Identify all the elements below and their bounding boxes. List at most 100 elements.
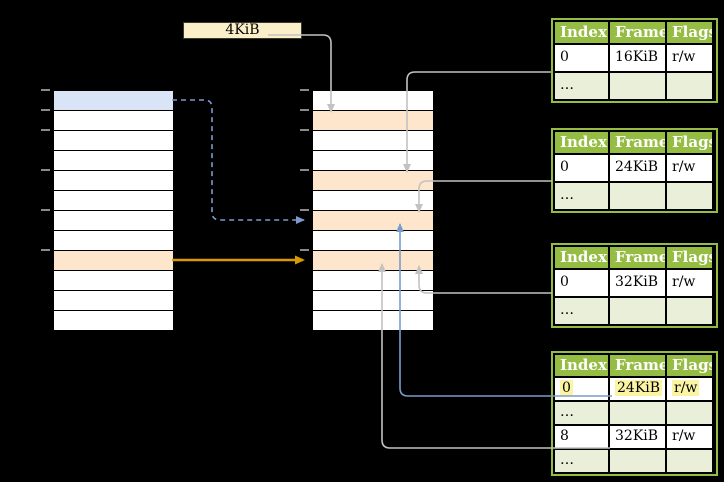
- axis-tick: [41, 109, 50, 111]
- header-cell-frame: Frame: [610, 247, 665, 268]
- table-header-row: Index Frame Flags: [555, 132, 714, 153]
- page-table-3: Index Frame Flags 0 32KiB r/w …: [551, 243, 718, 328]
- cell-frame: 24KiB: [610, 155, 665, 181]
- cell-frame: 32KiB: [610, 270, 665, 296]
- axis-tick: [300, 209, 309, 211]
- cell-frame: 16KiB: [610, 45, 665, 71]
- memory-cell: [54, 191, 173, 211]
- table-row: …: [555, 298, 714, 324]
- header-cell-index: Index: [555, 247, 608, 268]
- header-cell-frame: Frame: [610, 22, 665, 43]
- memory-cell: [313, 311, 433, 330]
- connector-table3-to-frame: [415, 265, 552, 294]
- header-cell-flags: Flags: [667, 22, 712, 43]
- cell-frame: [610, 298, 665, 324]
- table-header-row: Index Frame Flags: [555, 247, 714, 268]
- cell-index: …: [555, 298, 608, 324]
- cell-frame: 32KiB: [610, 426, 665, 448]
- physical-memory-column: [312, 90, 434, 331]
- memory-cell: [54, 291, 173, 311]
- memory-cell: [54, 171, 173, 191]
- memory-cell: [54, 251, 173, 271]
- cell-index: 0: [555, 378, 608, 400]
- table-row-highlighted: 0 24KiB r/w: [555, 378, 714, 400]
- axis-tick: [41, 89, 50, 91]
- cell-frame: 24KiB: [610, 378, 665, 400]
- header-cell-index: Index: [555, 355, 608, 376]
- cell-flags: r/w: [667, 155, 712, 181]
- table-row: 0 16KiB r/w: [555, 45, 714, 71]
- cell-flags: [667, 73, 712, 99]
- header-cell-flags: Flags: [667, 247, 712, 268]
- table-row: 0 24KiB r/w: [555, 155, 714, 181]
- axis-tick: [41, 209, 50, 211]
- memory-cell: [313, 131, 433, 151]
- header-cell-flags: Flags: [667, 355, 712, 376]
- header-cell-index: Index: [555, 22, 608, 43]
- table-row: 0 32KiB r/w: [555, 270, 714, 296]
- cell-flags: [667, 183, 712, 209]
- header-cell-frame: Frame: [610, 132, 665, 153]
- memory-cell: [54, 151, 173, 171]
- cell-index: …: [555, 402, 608, 424]
- cell-flags: r/w: [667, 45, 712, 71]
- memory-cell: [313, 271, 433, 291]
- highlighted-value: 0: [560, 380, 573, 396]
- memory-cell: [313, 291, 433, 311]
- table-header-row: Index Frame Flags: [555, 355, 714, 376]
- table-row: …: [555, 183, 714, 209]
- page-table-1: Index Frame Flags 0 16KiB r/w …: [551, 18, 718, 103]
- cell-index: 8: [555, 426, 608, 448]
- header-cell-index: Index: [555, 132, 608, 153]
- axis-tick: [41, 169, 50, 171]
- highlighted-value: r/w: [672, 380, 700, 396]
- cell-frame: [610, 73, 665, 99]
- cell-flags: r/w: [667, 270, 712, 296]
- axis-tick: [41, 249, 50, 251]
- table-header-row: Index Frame Flags: [555, 22, 714, 43]
- table-row: 8 32KiB r/w: [555, 426, 714, 448]
- axis-tick: [300, 109, 309, 111]
- memory-cell: [313, 151, 433, 171]
- memory-cell: [313, 91, 433, 111]
- cell-index: 0: [555, 45, 608, 71]
- size-label-4kib: 4KiB: [183, 22, 302, 39]
- cell-flags: [667, 298, 712, 324]
- connector-table2-to-frame: [415, 180, 552, 213]
- page-table-4: Index Frame Flags 0 24KiB r/w … 8 32KiB …: [551, 351, 718, 476]
- connector-virtual-page-dashed: [172, 99, 305, 224]
- page-table-2: Index Frame Flags 0 24KiB r/w …: [551, 128, 718, 213]
- table-row: …: [555, 73, 714, 99]
- memory-cell: [313, 191, 433, 211]
- left-memory-column: [53, 90, 174, 331]
- memory-cell: [313, 231, 433, 251]
- axis-tick: [300, 129, 309, 131]
- table-row: …: [555, 450, 714, 472]
- axis-tick: [300, 249, 309, 251]
- cell-index: 0: [555, 155, 608, 181]
- cell-index: …: [555, 73, 608, 99]
- memory-cell: [54, 211, 173, 231]
- header-cell-frame: Frame: [610, 355, 665, 376]
- highlighted-value: 24KiB: [615, 380, 663, 396]
- memory-cell: [313, 171, 433, 191]
- cell-index: …: [555, 450, 608, 472]
- axis-tick: [300, 89, 309, 91]
- cell-frame: [610, 450, 665, 472]
- memory-cell: [313, 111, 433, 131]
- cell-flags: [667, 450, 712, 472]
- cell-index: …: [555, 183, 608, 209]
- header-cell-flags: Flags: [667, 132, 712, 153]
- cell-flags: r/w: [667, 426, 712, 448]
- table-row: …: [555, 402, 714, 424]
- axis-tick: [300, 169, 309, 171]
- memory-cell: [54, 91, 173, 111]
- memory-cell: [54, 231, 173, 251]
- cell-index: 0: [555, 270, 608, 296]
- cell-flags: r/w: [667, 378, 712, 400]
- memory-cell: [313, 251, 433, 271]
- cell-frame: [610, 183, 665, 209]
- memory-cell: [54, 131, 173, 151]
- cell-frame: [610, 402, 665, 424]
